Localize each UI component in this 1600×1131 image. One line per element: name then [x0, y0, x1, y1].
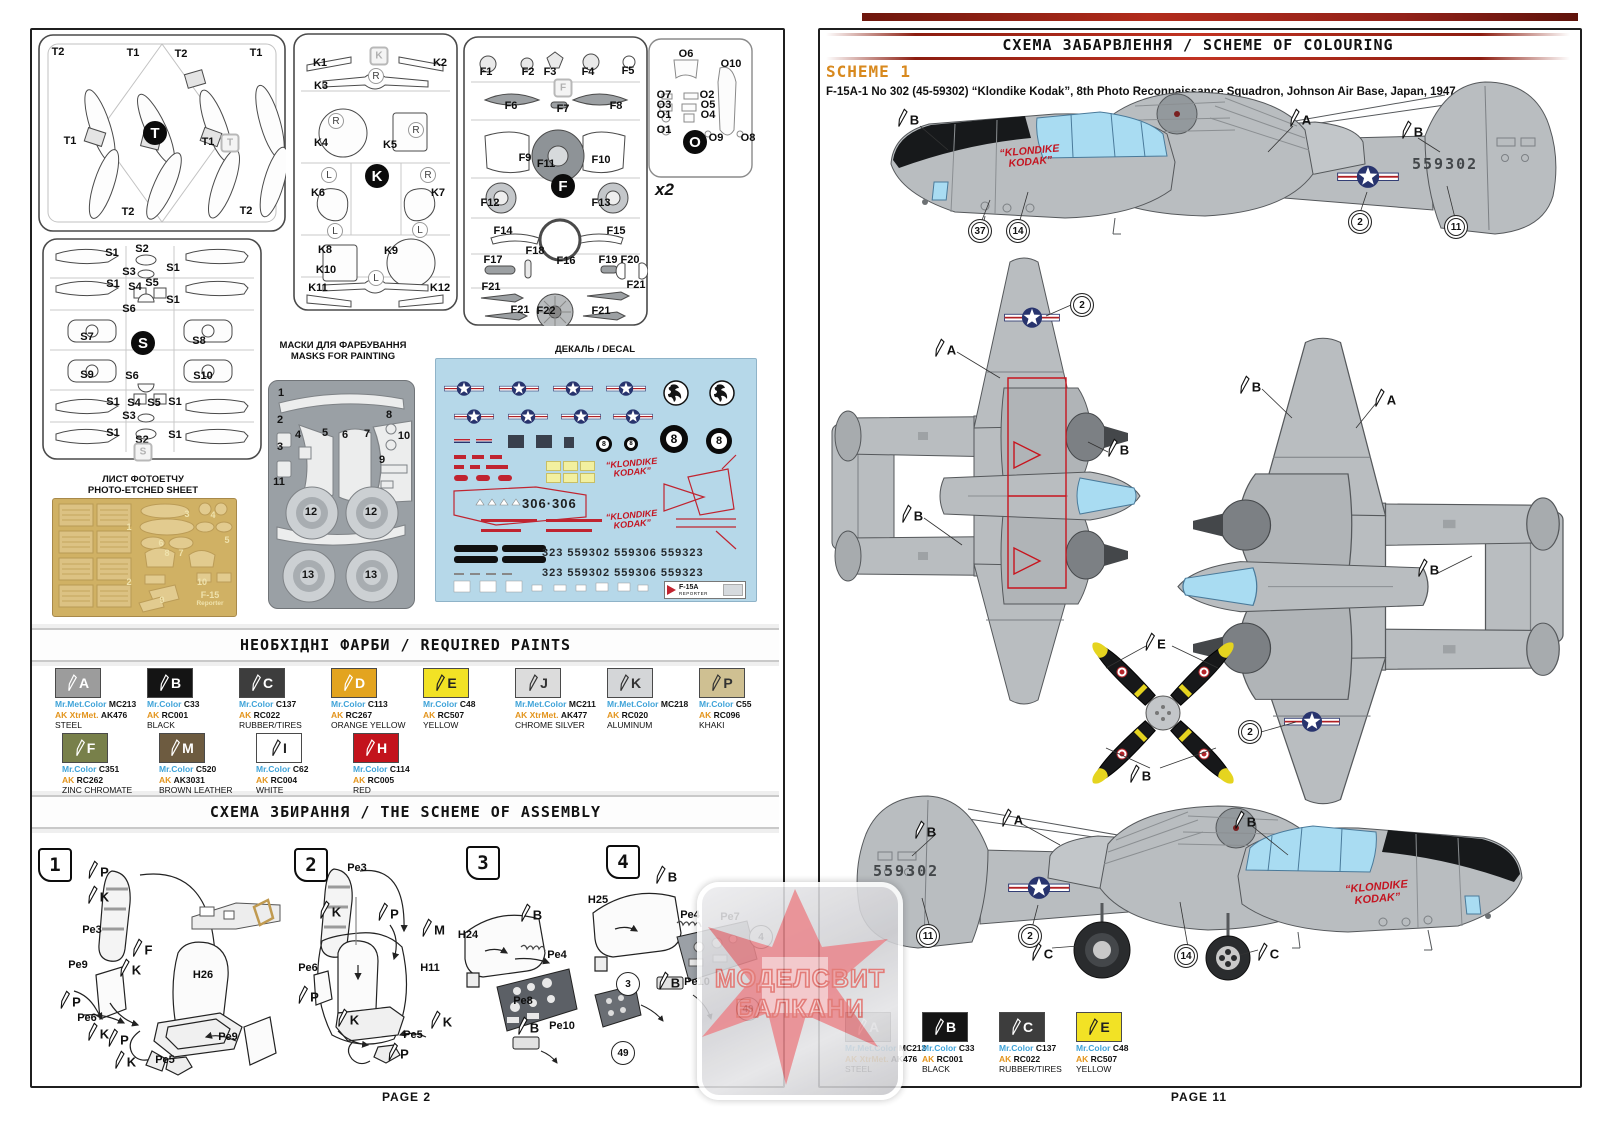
flash-decal: [476, 439, 492, 443]
brand-small-box: [723, 584, 743, 596]
tail-serial-top: 559302: [1412, 155, 1479, 173]
decal-serials: 323 559302 559306 559323: [542, 567, 704, 579]
yellow-decal: [563, 473, 578, 483]
star-insignia: [499, 381, 539, 396]
brand-model: F-15A: [679, 583, 699, 591]
scheme-label: SCHEME 1: [826, 62, 912, 81]
red-decal: [476, 475, 490, 481]
fuselage-insignia-top: [1337, 165, 1399, 189]
required-paints-header: НЕОБХІДНІ ФАРБИ / REQUIRED PAINTS: [32, 628, 779, 662]
star-insignia: [561, 409, 601, 424]
flash-decal: [454, 439, 470, 443]
yellow-decal: [563, 461, 578, 471]
left-page-number: PAGE 2: [381, 1090, 432, 1104]
yellow-decal: [580, 473, 595, 483]
yellow-decal: [580, 461, 595, 471]
sprue-f: [463, 36, 648, 326]
landing-gear: [1073, 903, 1251, 981]
yellow-decal: [546, 461, 561, 471]
scheme-subtitle: F-15A-1 No 302 (45-59302) “Klondike Koda…: [826, 86, 1456, 98]
red-decal: [472, 455, 484, 459]
wing-insignia-bottom-plan: [1284, 711, 1340, 732]
wing-insignia-top-plan: [1004, 307, 1060, 328]
assembly-step-3-drawing: [455, 855, 585, 1080]
propeller-diagram: [1053, 603, 1273, 823]
colouring-header: СХЕМА ЗАБАРВЛЕННЯ / SCHEME OF COLOURING: [1002, 36, 1394, 54]
top-plan-view: [828, 252, 1148, 710]
red-decal: [470, 465, 480, 469]
brand-triangle-icon: [667, 585, 676, 595]
fuselage-insignia-bottom: [1008, 876, 1070, 900]
assembly-header: СХЕМА ЗБИРАННЯ / THE SCHEME OF ASSEMBLY: [32, 795, 779, 829]
decal-red-outlines: [453, 454, 737, 593]
eight-ball-decal: 8: [596, 436, 612, 452]
stencil-block: [564, 437, 574, 448]
yellow-decal: [546, 473, 561, 483]
red-decal: [490, 455, 502, 459]
star-insignia: [613, 409, 653, 424]
brand-logo-box: F-15A REPORTER: [664, 581, 746, 599]
tail-serial-bottom: 559302: [873, 862, 940, 880]
pe-brand-model: F-15: [200, 590, 220, 600]
decal-306: 306·306: [522, 496, 577, 511]
brand-sub: REPORTER: [679, 590, 708, 596]
eight-ball-decal: 8: [660, 425, 688, 453]
eight-ball-decal: 8: [706, 428, 732, 454]
right-page-number: PAGE 11: [1170, 1090, 1228, 1104]
sprue-t: [38, 34, 286, 232]
sprue-k: [293, 33, 458, 311]
assembly-step-1-drawing: [40, 855, 285, 1080]
pe-title-ua: ЛИСТ ФОТОЕТЧУ: [102, 474, 184, 485]
stencil-block: [536, 435, 552, 448]
watermark-badge: МОДЕЛСВИТ БАЛКАНИ: [697, 882, 903, 1100]
star-insignia: [606, 381, 646, 396]
decal-title: ДЕКАЛЬ / DECAL: [554, 344, 636, 355]
star-insignia: [508, 409, 548, 424]
masks-sheet: [268, 380, 415, 609]
sprue-multiplier: x2: [655, 180, 674, 199]
red-decal: [498, 475, 512, 481]
sprue-o-clear: [648, 38, 753, 178]
red-top-strip: [862, 13, 1578, 21]
pe-brand-sub: Reporter: [196, 600, 224, 607]
star-insignia: [454, 409, 494, 424]
star-insignia: [553, 381, 593, 396]
sprue-s: [42, 238, 262, 460]
decal-serials: 323 559302 559306 559323: [542, 547, 704, 559]
red-decal: [454, 475, 468, 481]
eagle-emblem: [663, 380, 689, 406]
photo-etched-sheet: [52, 498, 237, 617]
eagle-emblem: [709, 380, 735, 406]
eight-ball-decal: 8: [624, 437, 638, 451]
pe-title-en: PHOTO-ETCHED SHEET: [87, 485, 199, 496]
star-insignia: [444, 381, 484, 396]
watermark-line1: МОДЕЛСВИТ: [714, 964, 886, 994]
red-decal: [454, 455, 466, 459]
watermark-line2: БАЛКАНИ: [735, 994, 865, 1024]
assembly-step-2-drawing: [298, 855, 453, 1080]
masks-title-ua: МАСКИ ДЛЯ ФАРБУВАННЯ: [279, 340, 407, 351]
masks-title-en: MASKS FOR PAINTING: [290, 351, 396, 362]
red-decal: [486, 465, 508, 469]
stencil-block: [508, 435, 524, 448]
red-decal: [454, 465, 464, 469]
